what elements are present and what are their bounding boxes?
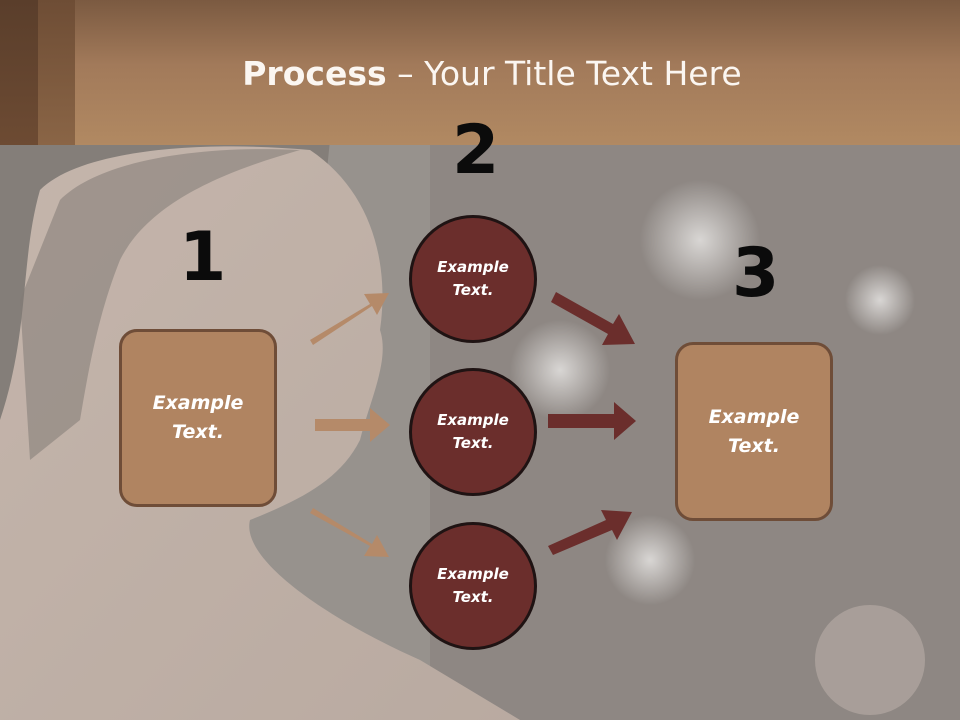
header-accent-mid <box>38 0 75 145</box>
step-box-right-label: Example Text. <box>708 405 800 457</box>
arrow-bottom-to-right <box>548 510 632 555</box>
header-band <box>0 0 960 145</box>
arrow-top-to-right <box>551 292 635 345</box>
arrow-left-to-top <box>310 293 389 345</box>
slide-title: Process – Your Title Text Here <box>0 54 960 93</box>
arrow-middle-to-right <box>548 402 636 440</box>
step-circle-top-label: Example Text. <box>437 258 509 299</box>
step-number-3: 3 <box>732 234 780 313</box>
step-circle-middle: Example Text. <box>409 368 537 496</box>
step-box-right: Example Text. <box>675 342 833 521</box>
arrow-left-to-bottom <box>310 508 389 557</box>
arrow-left-to-middle <box>315 408 390 442</box>
step-box-left: Example Text. <box>119 329 277 507</box>
step-box-left-label: Example Text. <box>152 392 244 443</box>
step-number-2: 2 <box>452 111 500 190</box>
title-bold: Process <box>242 54 387 93</box>
step-circle-middle-label: Example Text. <box>437 411 509 452</box>
step-circle-top: Example Text. <box>409 215 537 343</box>
step-circle-bottom-label: Example Text. <box>437 565 509 606</box>
step-circle-bottom: Example Text. <box>409 522 537 650</box>
title-rest: – Your Title Text Here <box>386 54 742 93</box>
header-accent-dark <box>0 0 38 145</box>
step-number-1: 1 <box>179 218 227 297</box>
